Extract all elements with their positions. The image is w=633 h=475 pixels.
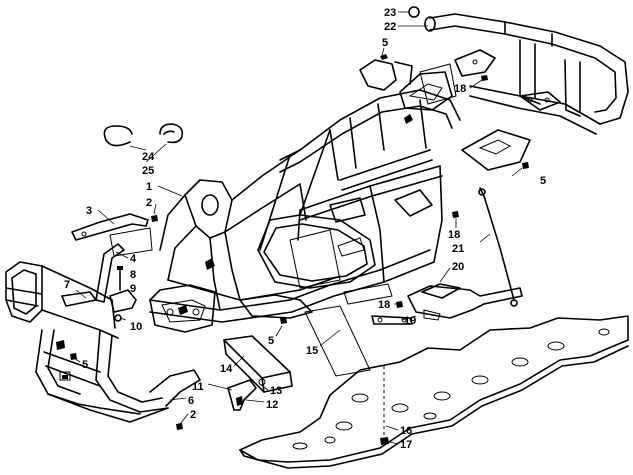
- callout-4: 4: [130, 253, 137, 265]
- callout-15: 15: [306, 345, 318, 357]
- callout-7: 7: [64, 279, 70, 291]
- callout-10: 10: [130, 321, 142, 333]
- tie-rod: [478, 187, 518, 307]
- callout-6: 6: [188, 395, 194, 407]
- callout-2-lower: 2: [190, 409, 196, 421]
- callout-5-center: 5: [268, 335, 274, 347]
- callout-8: 8: [130, 269, 136, 281]
- callout-5-top: 5: [382, 37, 388, 49]
- alignment-lines: [109, 63, 457, 440]
- callout-5-bumper: 5: [82, 359, 88, 371]
- rear-rack: [424, 13, 629, 135]
- callout-18-top: 18: [454, 83, 466, 95]
- callout-16: 16: [400, 425, 412, 437]
- callout-17: 17: [400, 439, 412, 451]
- step-bracket: [227, 378, 266, 411]
- rear-mount-plate: [461, 129, 531, 171]
- callout-2-upper: 2: [146, 197, 152, 209]
- callout-13: 13: [270, 385, 282, 397]
- callout-labels: 23 22 5 18 5 24 25 1 2 3 18 21 4 20 8 7 …: [64, 7, 546, 451]
- callout-21: 21: [452, 243, 464, 255]
- callout-1: 1: [146, 181, 152, 193]
- callout-3: 3: [86, 205, 92, 217]
- cable-ties: [103, 123, 184, 147]
- front-bumper: [5, 261, 201, 423]
- battery-tray: [371, 283, 523, 325]
- front-bracket: [71, 213, 149, 241]
- main-frame: [149, 59, 461, 333]
- callout-25: 25: [142, 165, 154, 177]
- callout-19: 19: [404, 315, 416, 327]
- mount-clip: [109, 266, 137, 322]
- callout-18-mid: 18: [448, 229, 460, 241]
- callout-22: 22: [384, 21, 396, 33]
- callout-9: 9: [130, 283, 136, 295]
- callout-14: 14: [220, 363, 233, 375]
- skid-plate: [239, 315, 629, 469]
- callout-20: 20: [452, 261, 464, 273]
- callout-5-right: 5: [540, 175, 546, 187]
- cross-tube: [223, 335, 293, 393]
- fasteners: [70, 6, 529, 445]
- callout-18-lower: 18: [378, 299, 390, 311]
- leader-lines: [73, 11, 523, 445]
- callout-24: 24: [142, 151, 155, 163]
- callout-12: 12: [266, 399, 278, 411]
- callout-11: 11: [192, 381, 204, 393]
- callout-23: 23: [384, 7, 396, 19]
- front-brace: [95, 243, 125, 303]
